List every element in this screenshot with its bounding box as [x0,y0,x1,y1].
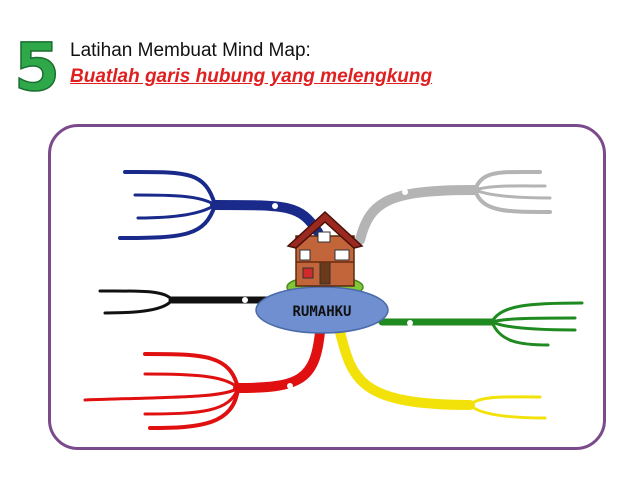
branch-green [378,301,584,347]
branch-gray [355,169,552,245]
central-topic: RUMAHKU [255,286,389,334]
step-number-text: 5 [14,30,60,100]
mindmap-frame [48,124,606,450]
branch-black [98,289,274,315]
branch-yellow [335,327,547,420]
branch-blue [118,169,323,240]
central-topic-label: RUMAHKU [292,304,351,320]
page-title: Latihan Membuat Mind Map: [70,40,311,61]
step-number: 5 [13,30,60,100]
house-icon [286,210,364,287]
page-subtitle: Buatlah garis hubung yang melengkung [70,66,433,87]
branch-red [83,327,325,430]
